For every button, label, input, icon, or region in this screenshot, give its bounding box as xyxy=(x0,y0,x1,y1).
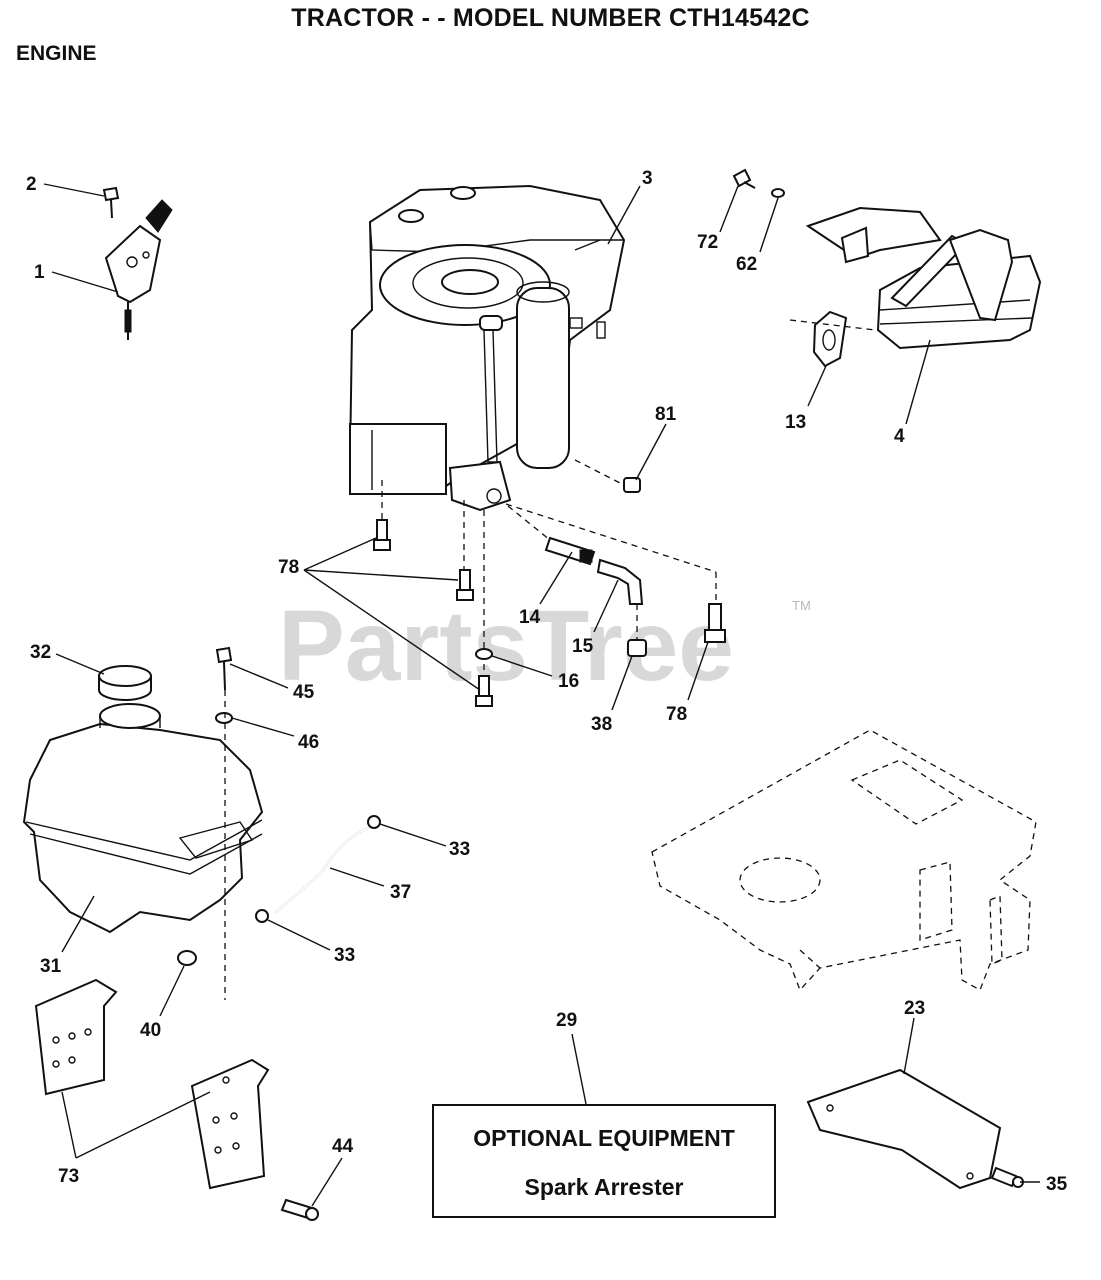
screw-part-35[interactable] xyxy=(990,1166,1024,1188)
leader-lines xyxy=(43,183,1040,1207)
optional-equipment-item: Spark Arrester xyxy=(525,1174,684,1200)
callout-62: 62 xyxy=(736,254,757,275)
optional-equipment-title: OPTIONAL EQUIPMENT xyxy=(473,1125,735,1151)
callout-44: 44 xyxy=(332,1136,354,1157)
page-title: TRACTOR - - MODEL NUMBER CTH14542C xyxy=(291,4,810,32)
callout-15: 15 xyxy=(572,636,594,657)
optional-equipment-box xyxy=(432,1104,776,1218)
callout-78-group: 78 xyxy=(278,557,299,578)
callout-29: 29 xyxy=(556,1010,577,1031)
shield-part-23[interactable] xyxy=(806,1068,1002,1190)
callout-32: 32 xyxy=(30,642,51,663)
callout-31: 31 xyxy=(40,956,62,977)
bolt-part-78-c[interactable] xyxy=(475,675,493,707)
callout-38: 38 xyxy=(591,714,612,735)
callout-37: 37 xyxy=(390,882,411,903)
screw-part-2[interactable] xyxy=(102,186,120,219)
watermark-text: PartsTree xyxy=(278,590,734,702)
callout-45: 45 xyxy=(293,682,315,703)
nut-part-81[interactable] xyxy=(623,477,641,493)
bolt-part-78-d[interactable] xyxy=(704,603,726,643)
callout-3: 3 xyxy=(642,168,653,189)
nipple-part-14[interactable] xyxy=(544,536,596,566)
callout-2: 2 xyxy=(26,174,37,195)
callout-40: 40 xyxy=(140,1020,161,1041)
screw-part-45[interactable] xyxy=(215,646,233,691)
muffler-part-4[interactable] xyxy=(805,206,1042,350)
callout-4: 4 xyxy=(894,426,905,447)
watermark-trademark: TM xyxy=(792,598,811,613)
washer-part-62[interactable] xyxy=(771,188,785,198)
callout-33-bottom: 33 xyxy=(334,945,355,966)
fuel-tank-part-31[interactable] xyxy=(22,703,264,934)
engine-part[interactable] xyxy=(348,184,626,512)
bolt-part-72[interactable] xyxy=(732,168,756,189)
throttle-control-part[interactable] xyxy=(104,199,173,340)
washer-part-46[interactable] xyxy=(215,712,233,724)
bolt-part-78-b[interactable] xyxy=(456,569,474,601)
callout-14: 14 xyxy=(519,607,541,628)
bracket-part-73-right[interactable] xyxy=(190,1058,270,1190)
callout-46: 46 xyxy=(298,732,319,753)
clamp-part-33-top[interactable] xyxy=(367,815,381,829)
callout-35: 35 xyxy=(1046,1174,1068,1195)
fuel-cap-part-32[interactable] xyxy=(98,665,152,701)
fuel-line-part-37[interactable] xyxy=(275,825,373,913)
callout-labels: 2 1 3 72 62 13 4 81 78 14 15 16 38 78 32… xyxy=(26,168,1068,1195)
elbow-part-15[interactable] xyxy=(596,558,644,605)
washer-part-16[interactable] xyxy=(475,648,493,660)
bolt-part-78-a[interactable] xyxy=(373,519,391,551)
callout-23: 23 xyxy=(904,998,925,1019)
callout-72: 72 xyxy=(697,232,718,253)
callout-13: 13 xyxy=(785,412,806,433)
callout-73: 73 xyxy=(58,1166,79,1187)
screw-part-44[interactable] xyxy=(280,1198,319,1221)
chassis-frame xyxy=(651,729,1037,992)
callout-78-single: 78 xyxy=(666,704,687,725)
cap-part-38[interactable] xyxy=(627,639,647,657)
gasket-part-13[interactable] xyxy=(812,310,848,368)
callout-16: 16 xyxy=(558,671,579,692)
callout-1: 1 xyxy=(34,262,45,283)
section-heading: ENGINE xyxy=(16,42,97,65)
callout-33-top: 33 xyxy=(449,839,470,860)
callout-81: 81 xyxy=(655,404,677,425)
bracket-part-73-left[interactable] xyxy=(34,978,118,1096)
nut-part-40[interactable] xyxy=(177,950,197,966)
clamp-part-33-bottom[interactable] xyxy=(255,909,269,923)
